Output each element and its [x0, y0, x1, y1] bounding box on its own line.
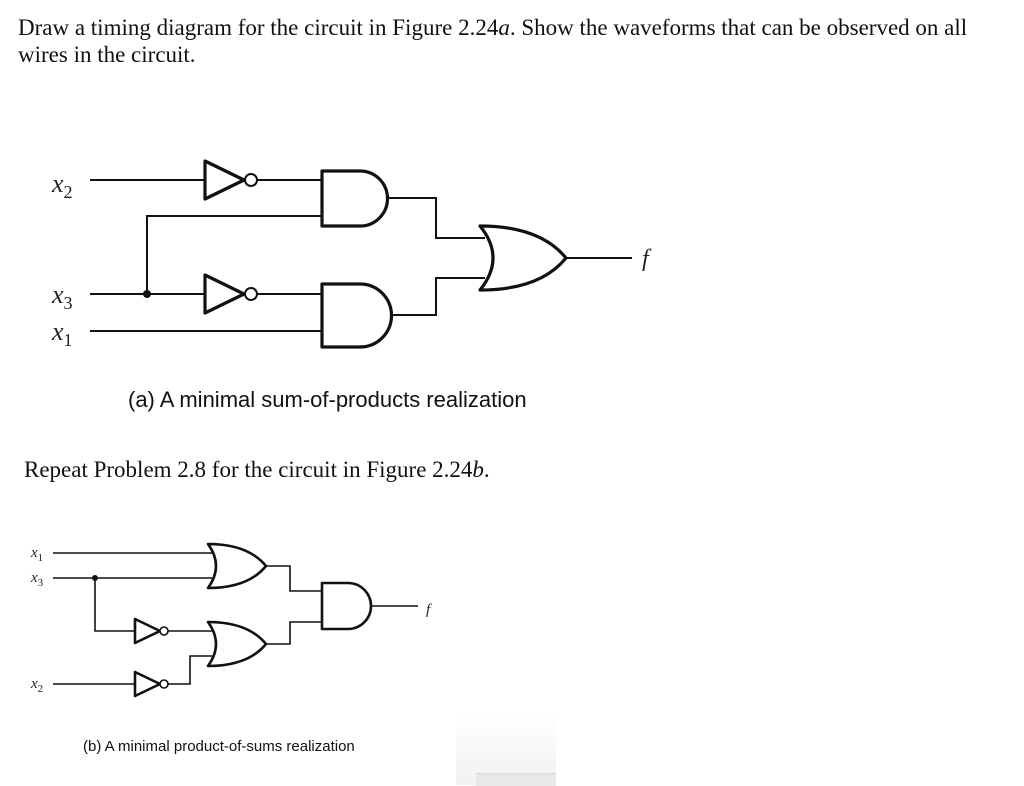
figure-b-caption: (b) A minimal product-of-sums realizatio…: [83, 738, 355, 755]
problem-2-7-text-end: . Show the waveforms that can be observe…: [18, 15, 968, 67]
figure-a-and-gate-1: [320, 169, 390, 228]
figure-a-wire-and2-to-or: [391, 277, 485, 316]
figure-b-input-label-x1: x1: [30, 545, 43, 564]
problem-2-7-text: Draw a timing diagram for the circuit in…: [18, 14, 1008, 68]
figure-b-not-bubble-x3: [159, 626, 169, 636]
figure-b-wire-or2-to-and: [266, 621, 322, 645]
figure-a-wire-and1-to-or: [387, 197, 485, 239]
figure-b-or-gate-1: [206, 542, 268, 590]
figure-b-output-label-f: f: [426, 602, 432, 618]
figure-b-not-bubble-x2: [159, 679, 169, 689]
figure-a-and-gate-2: [320, 282, 394, 349]
figure-b-circuit: x1 x3 x2 f (b) A minimal product-of-sums…: [30, 542, 432, 755]
figure-a-input-label-x1: x1: [51, 317, 73, 350]
figure-b-wire-not-x2-out: [168, 655, 212, 685]
figure-a-output-label-f: f: [642, 246, 652, 272]
figure-b-junction-dot: [92, 575, 98, 581]
figure-b-or-gate-2: [206, 620, 268, 668]
problem-2-9-text-start: Repeat Problem 2.8 for the circuit in Fi…: [24, 457, 473, 482]
figure-a-not-gate-x2: [203, 159, 246, 201]
figure-a-circuit: x2 x3 x1 f (a) A minimal sum-of-products…: [51, 159, 652, 412]
figure-b-not-gate-x3: [133, 617, 162, 645]
figure-a-input-label-x3: x3: [51, 280, 73, 313]
figure-b-wire-or1-to-and: [266, 565, 322, 592]
figure-a-not-gate-x3: [203, 273, 246, 315]
figure-b-and-gate: [320, 581, 373, 631]
figure-a-not-bubble-x2: [244, 173, 258, 187]
figure-a-junction-dot: [143, 290, 151, 298]
image-edge-shading: [456, 712, 556, 785]
figure-a-caption: (a) A minimal sum-of-products realizatio…: [128, 387, 527, 412]
problem-2-7-text-start: Draw a timing diagram for the circuit in…: [18, 15, 499, 40]
figure-b-input-label-x3: x3: [30, 570, 44, 589]
figure-b-not-gate-x2: [133, 670, 162, 698]
problem-2-9-figure-letter: b: [472, 457, 484, 482]
figure-a-or-gate: [478, 224, 568, 292]
figure-a-input-label-x2: x2: [51, 169, 73, 202]
figure-b-input-label-x2: x2: [30, 676, 43, 695]
figure-a-not-bubble-x3: [244, 287, 258, 301]
figure-a-wire-x3-branch: [146, 215, 322, 294]
problem-2-9-text-end: .: [483, 457, 490, 482]
figure-b-wire-x3-branch: [94, 578, 135, 632]
image-edge-strip: [476, 773, 556, 786]
problem-2-9-text: Repeat Problem 2.8 for the circuit in Fi…: [24, 456, 724, 483]
problem-2-7-figure-letter: a: [498, 15, 510, 40]
